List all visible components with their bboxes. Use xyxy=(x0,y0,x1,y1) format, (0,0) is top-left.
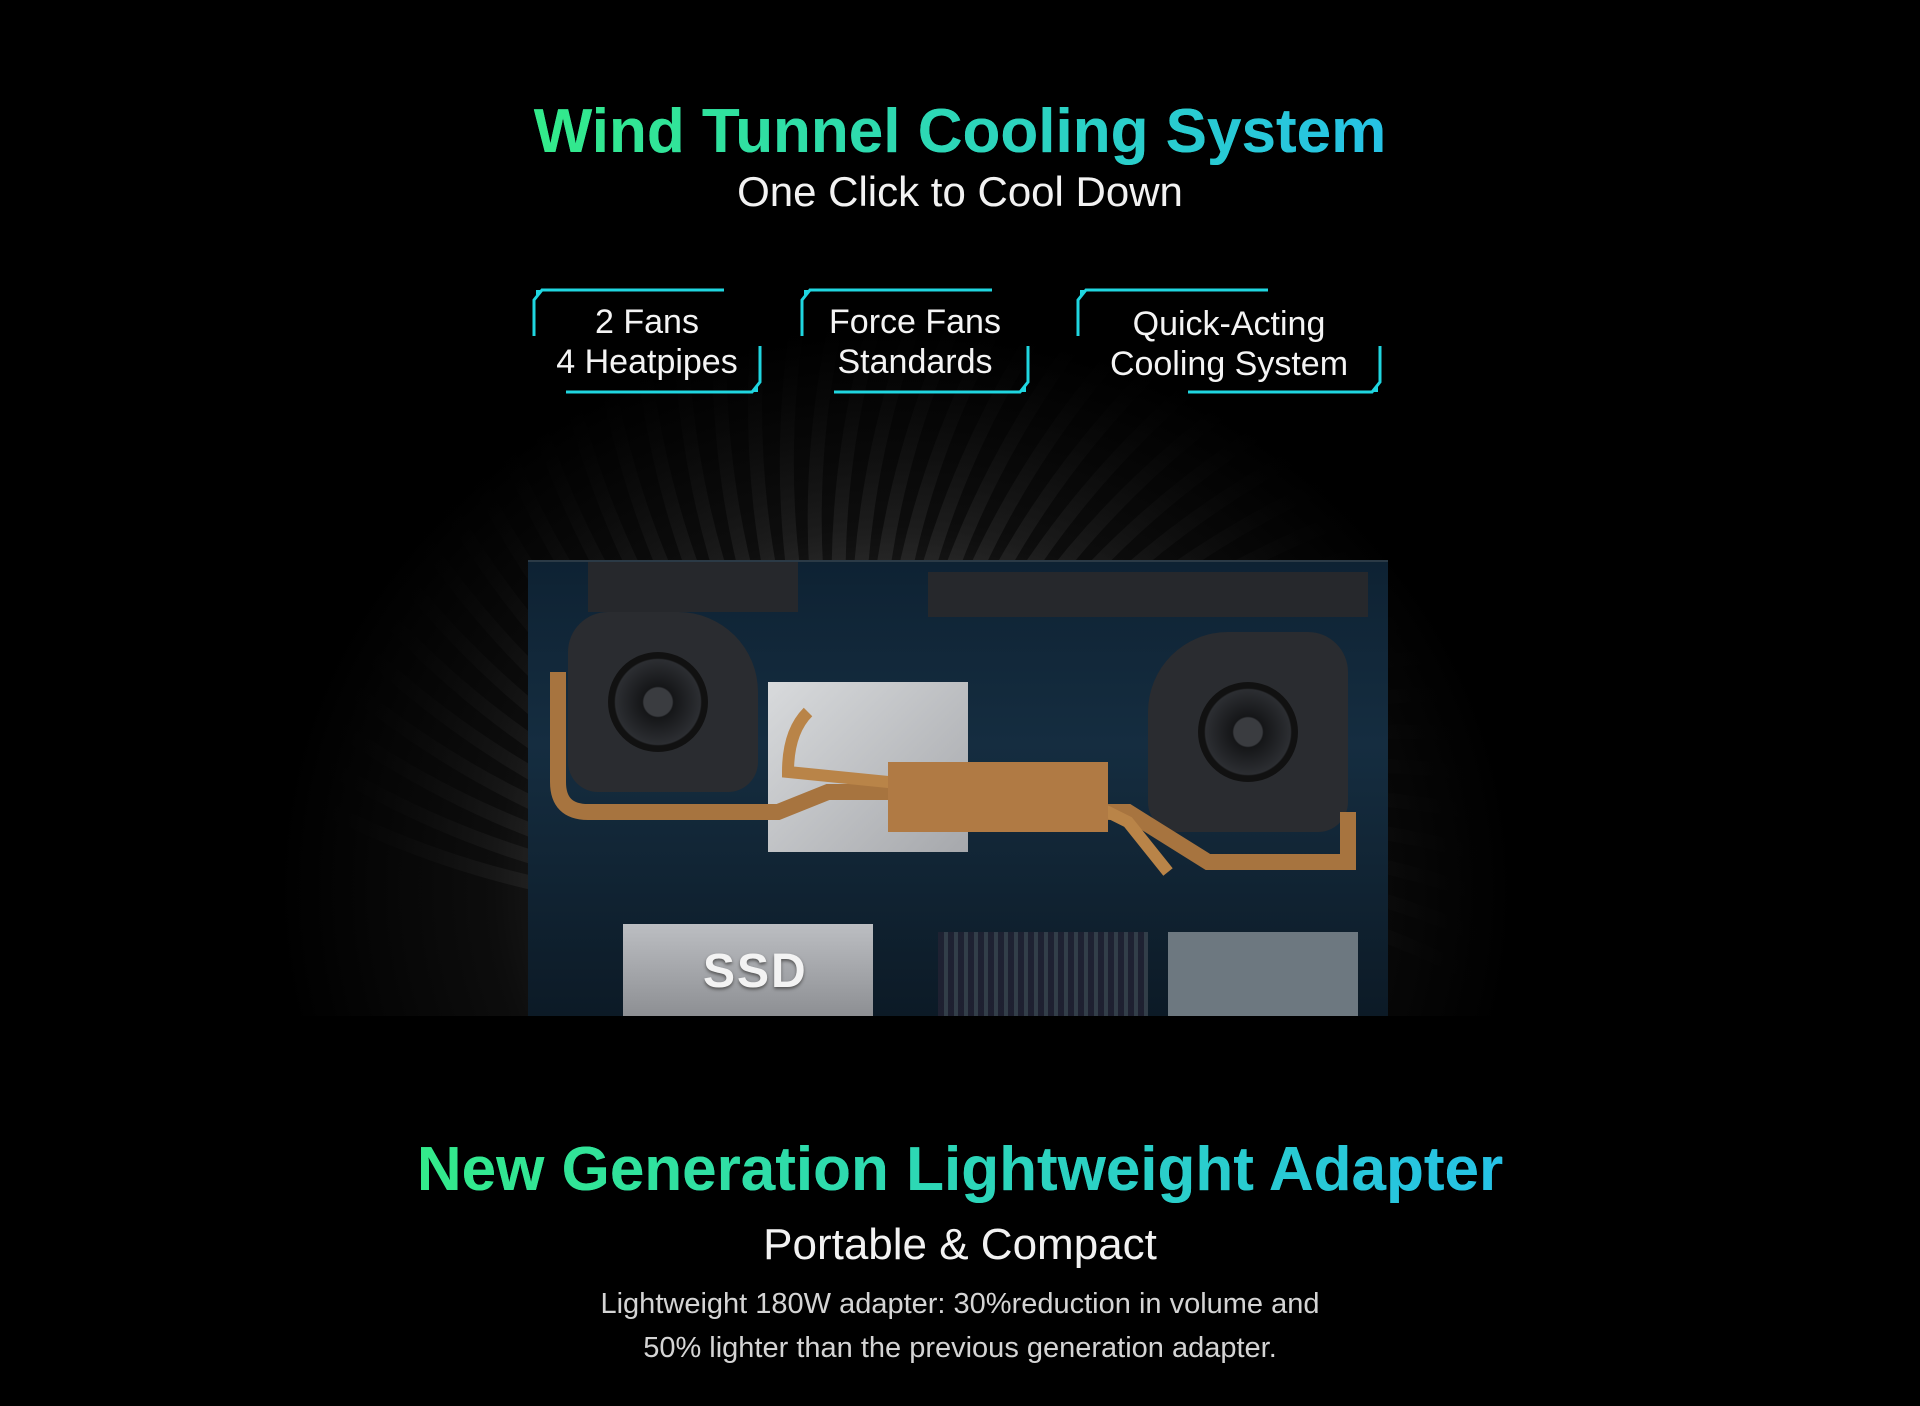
adapter-description: Lightweight 180W adapter: 30%reduction i… xyxy=(0,1282,1920,1370)
fan-blade xyxy=(276,670,577,852)
ram-slot xyxy=(938,932,1148,1016)
adapter-title: New Generation Lightweight Adapter xyxy=(0,1134,1920,1205)
fan-blade xyxy=(831,67,990,573)
fan-blade xyxy=(877,87,1102,568)
top-bracket-right xyxy=(928,572,1368,617)
fan-blade xyxy=(779,63,875,584)
feature-line: Quick-Acting xyxy=(1132,305,1326,343)
fan-blade xyxy=(276,723,574,874)
right-fan xyxy=(1148,632,1348,832)
feature-line: Cooling System xyxy=(1109,345,1349,383)
feature-line: 4 Heatpipes xyxy=(556,343,738,381)
fan-blade xyxy=(946,146,1264,573)
ssd-label: SSD xyxy=(703,945,808,998)
fan-blade xyxy=(807,63,933,577)
bracket-frame-icon xyxy=(800,288,1030,394)
cooling-subtitle: One Click to Cool Down xyxy=(737,168,1183,215)
fan-blade xyxy=(1033,274,1453,601)
ssd-module: SSD xyxy=(623,924,873,1016)
fan-blade xyxy=(276,544,586,807)
description-line: Lightweight 180W adapter: 30%reduction i… xyxy=(600,1288,1320,1320)
fan-blade xyxy=(1012,237,1409,592)
fan-blade xyxy=(629,102,719,624)
fan-blade xyxy=(276,611,581,829)
fan-blade xyxy=(900,103,1157,568)
fan-blade xyxy=(672,87,738,612)
cooling-title: Wind Tunnel Cooling System xyxy=(0,96,1920,167)
top-bracket xyxy=(588,562,798,612)
fan-blade xyxy=(276,773,573,897)
fan-blade xyxy=(854,75,1046,569)
fan-blade xyxy=(923,122,1211,569)
fan-blade xyxy=(990,203,1363,584)
bracket-frame-icon xyxy=(1076,288,1382,394)
bracket-frame-icon xyxy=(532,288,762,394)
description-line: 50% lighter than the previous generation… xyxy=(643,1332,1277,1364)
motherboard-image: SSD xyxy=(528,560,1388,1016)
feature-line: Standards xyxy=(837,343,993,381)
fan-blade xyxy=(968,173,1314,577)
feature-line: 2 Fans xyxy=(595,303,699,341)
feature-line: Force Fans xyxy=(829,303,1001,341)
fan-blade xyxy=(1054,313,1494,612)
bottom-bracket xyxy=(1168,932,1358,1016)
fan-blade xyxy=(748,67,818,592)
fan-blade xyxy=(712,75,762,601)
heatpipes xyxy=(550,672,1356,876)
cooling-hero-image: SSD xyxy=(276,30,1512,1016)
left-fan xyxy=(568,612,758,792)
adapter-subtitle: Portable & Compact xyxy=(763,1220,1157,1269)
